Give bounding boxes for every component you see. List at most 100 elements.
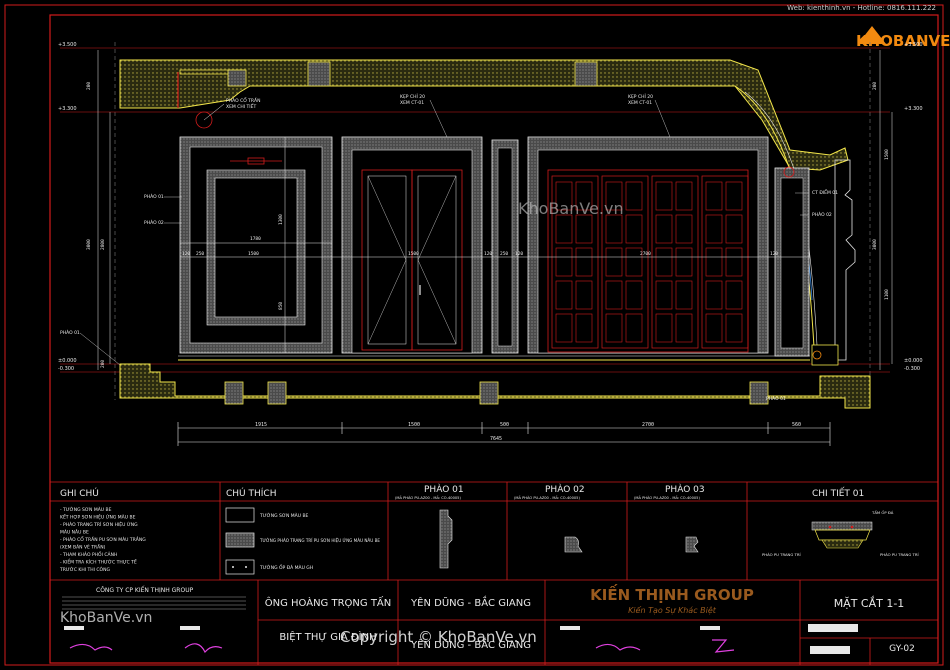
- dim-inner-i: 1780: [250, 236, 261, 242]
- beam-section-left: [227, 69, 247, 87]
- watermark-bottom-left: KhoBanVe.vn: [60, 610, 152, 626]
- glass-pane: [705, 247, 723, 277]
- callout-ct-01: CT ĐIỂM 01: [812, 188, 838, 196]
- dim-v1: 200: [86, 82, 92, 90]
- level-upper-left: +3.300: [58, 106, 77, 112]
- glass-pane: [655, 247, 673, 277]
- glass-pane: [705, 181, 723, 211]
- glass-pane: [725, 214, 743, 244]
- callout-ke-chi-left-sub: XEM CT-01: [400, 100, 424, 106]
- title-block-grid: [257, 580, 938, 665]
- swatch-pu-molding: [225, 532, 255, 548]
- chi-tiet-note-2: PHÀO PU TRANG TRÍ: [880, 552, 919, 557]
- dim-r4: 1100: [884, 289, 890, 300]
- dim-r3: 1500: [884, 149, 890, 160]
- door-leaf: [551, 175, 599, 349]
- signature-2: [184, 643, 223, 654]
- company-name: CÔNG TY CP KIẾN THỊNH GROUP: [96, 586, 194, 594]
- legend-grid: [50, 481, 938, 581]
- level-top-left: +3.500: [58, 42, 77, 48]
- glass-pane: [575, 214, 593, 244]
- wall-panel-left: [179, 136, 333, 354]
- dim-inner-b: 1500: [408, 251, 419, 257]
- phao-03-profile: [685, 536, 699, 553]
- callout-phao-01-c: PHÀO 01: [766, 395, 786, 402]
- logo-text: KHOBANVE: [856, 32, 950, 50]
- phao-02-sub: (MÃ PHÀO PU-AZ00 - MÃ: CO-40005): [514, 495, 580, 500]
- ghi-chu-line: (XEM BẢN VẼ TRẦN): [60, 543, 106, 551]
- dim-bottom-0: 1915: [255, 422, 267, 428]
- dim-bottom-2: 500: [500, 422, 509, 428]
- watermark-center: KhoBanVe.vn: [518, 199, 624, 218]
- callout-phao-co-tran: PHÀO CỔ TRẦN: [226, 96, 261, 104]
- glass-pane: [725, 247, 743, 277]
- glass-pane: [675, 181, 693, 211]
- phao-01-profile: [439, 509, 453, 569]
- dim-bottom-3: 2700: [642, 422, 654, 428]
- dim-v2: 3000: [86, 239, 92, 250]
- glass-pane: [605, 247, 623, 277]
- dim-inner-g: 120: [515, 251, 523, 257]
- glass-pane: [675, 313, 693, 343]
- dim-inner-c: 2700: [640, 251, 651, 257]
- glass-pane: [705, 280, 723, 310]
- double-door: [341, 136, 483, 354]
- phao-03-title: PHÀO 03: [665, 483, 705, 495]
- logo-roof-icon: [858, 26, 886, 44]
- dim-inner-d: 120: [182, 251, 190, 257]
- phao-02-title: PHÀO 02: [545, 483, 585, 495]
- glass-pane: [625, 280, 643, 310]
- chu-thich-title: CHÚ THÍCH: [226, 487, 276, 499]
- ghi-chu-line: - PHÀO TRANG TRÍ SƠN HIỆU ỨNG: [60, 520, 138, 528]
- glass-pane: [575, 247, 593, 277]
- level-bottom-right: -0.300: [904, 366, 920, 372]
- glass-pane: [605, 214, 623, 244]
- glass-pane: [705, 313, 723, 343]
- watermark-copyright: Copyright © KhoBanVe.vn: [340, 628, 537, 646]
- callout-ke-chi-right: KẸP CHỈ 20: [628, 92, 653, 100]
- floor-slab: [119, 363, 871, 409]
- glass-pane: [705, 214, 723, 244]
- glass-pane: [655, 181, 673, 211]
- ghi-chu-line: - KIỂM TRA KÍCH THƯỚC THỰC TẾ: [60, 558, 137, 566]
- ghi-chu-notes: - TƯỜNG SƠN MÀU BE KẾT HỢP SƠN HIỆU ỨNG …: [59, 506, 146, 573]
- dim-bottom-1: 1500: [408, 422, 420, 428]
- chi-tiet-note-1: PHÀO PU TRANG TRÍ: [762, 552, 801, 557]
- level-bottom-left: -0.300: [58, 366, 74, 372]
- signature-3: [595, 643, 641, 651]
- glass-pane: [555, 247, 573, 277]
- level-upper-right: +3.300: [904, 106, 923, 112]
- drawing-title: MẶT CẮT 1-1: [834, 596, 905, 610]
- glass-pane: [555, 214, 573, 244]
- dim-inner-e: 250: [196, 251, 204, 257]
- callout-phao-co-tran-sub: XEM CHI TIẾT: [226, 102, 256, 110]
- door-leaf: [601, 175, 649, 349]
- callout-phao-01-a: PHÀO 01: [144, 193, 164, 200]
- glass-pane: [605, 313, 623, 343]
- level-top-right: +3.500: [904, 42, 923, 48]
- dim-r2: 3000: [872, 239, 878, 250]
- glass-pane: [555, 181, 573, 211]
- glass-pane: [575, 181, 593, 211]
- dim-v4: 200: [100, 360, 106, 368]
- chu-thich-item-0: TƯỜNG SƠN MÀU BE: [259, 512, 309, 519]
- glass-pane: [655, 313, 673, 343]
- level-lower-left: ±0.000: [58, 358, 77, 364]
- door-leaf: [701, 175, 749, 349]
- glass-pane: [625, 247, 643, 277]
- glass-pane: [725, 313, 743, 343]
- chi-tiet-title: CHI TIẾT 01: [812, 487, 864, 499]
- glass-pane: [725, 181, 743, 211]
- glass-pane: [675, 247, 693, 277]
- glass-pane: [655, 280, 673, 310]
- glass-pane: [725, 280, 743, 310]
- brand-name: KIẾN THỊNH GROUP: [590, 583, 754, 604]
- sheet-outer-border: [4, 4, 944, 666]
- dim-r1: 200: [872, 82, 878, 90]
- dim-bottom-total: 7645: [490, 436, 502, 442]
- dim-v5: 1300: [278, 214, 284, 225]
- dim-inner-j: 120: [770, 251, 778, 257]
- sheet-inner-border: [49, 14, 939, 664]
- glass-pane: [555, 313, 573, 343]
- ghi-chu-line: - PHÀO CỔ TRẦN PU SƠN MÀU TRẮNG: [60, 535, 146, 543]
